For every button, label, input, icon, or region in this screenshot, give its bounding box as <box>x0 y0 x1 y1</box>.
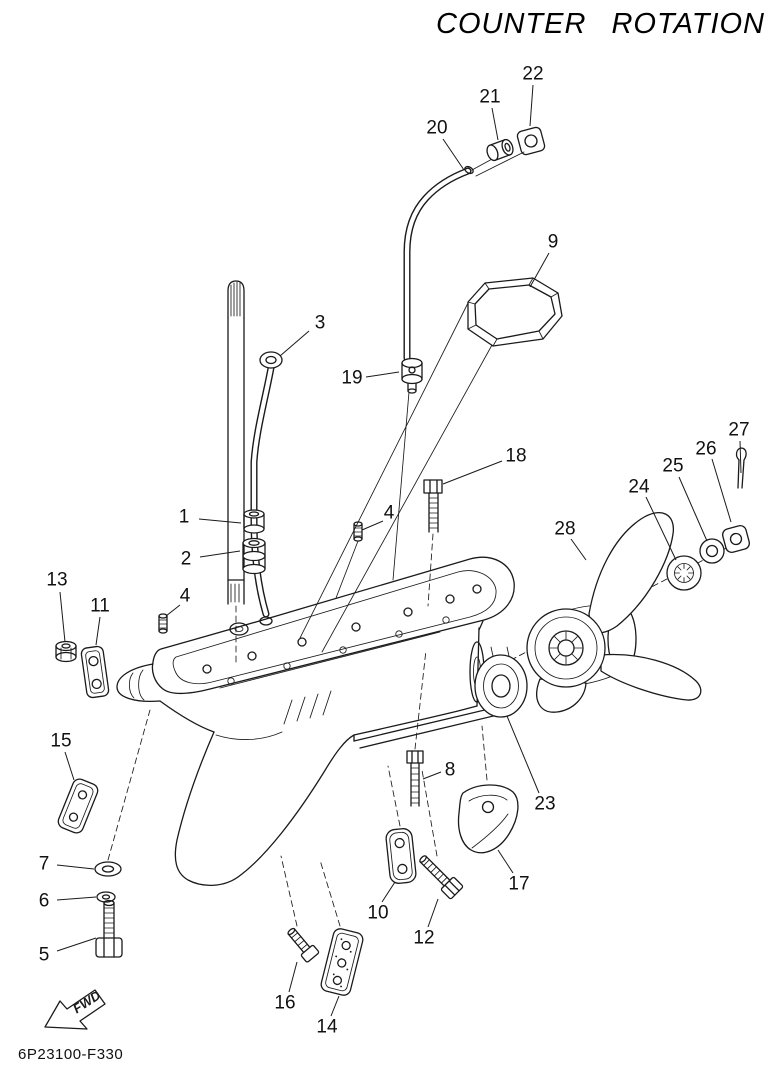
nut-13 <box>55 640 77 663</box>
leader-line-10 <box>381 881 396 903</box>
driveshaft <box>227 280 245 665</box>
leader-line-14 <box>330 995 340 1017</box>
leader-line-9 <box>529 252 550 288</box>
leader-line-3 <box>279 330 310 357</box>
leader-line-22 <box>529 84 534 127</box>
callout-2: 2 <box>180 548 192 570</box>
leader-line-11 <box>95 616 101 646</box>
callout-19: 19 <box>341 367 363 389</box>
leader-line-12 <box>427 898 439 928</box>
propeller <box>526 512 702 713</box>
callout-12: 12 <box>413 927 435 949</box>
leader-line-19 <box>365 371 400 378</box>
callout-5: 5 <box>38 944 50 966</box>
leader-line-4 <box>165 604 181 617</box>
callout-7: 7 <box>38 853 50 875</box>
fwd-arrow: FWD <box>44 987 106 1030</box>
diagram-code: 6P23100-F330 <box>18 1046 124 1063</box>
washer-24 <box>666 555 702 591</box>
washer-6 <box>96 891 116 903</box>
leader-line-25 <box>678 476 708 542</box>
water-tube <box>250 364 275 618</box>
driveshaft-sleeve <box>243 509 265 534</box>
screw-16 <box>287 927 320 963</box>
bolt-12 <box>419 855 464 900</box>
cotter-pin <box>735 447 747 489</box>
leader-line-23 <box>506 715 540 794</box>
leader-line-17 <box>497 849 514 874</box>
trim-tab <box>457 784 519 854</box>
water-tube-grommet <box>259 351 283 369</box>
leader-line-16 <box>288 961 298 993</box>
leader-line-27 <box>739 440 742 474</box>
callout-13: 13 <box>46 569 68 591</box>
gasket <box>467 277 563 347</box>
sleeve-collar <box>486 138 514 162</box>
callout-4: 4 <box>383 502 395 524</box>
bolt-5 <box>95 899 123 958</box>
bolt-18 <box>423 479 443 533</box>
callout-10: 10 <box>367 902 389 924</box>
leader-lines <box>56 84 742 1017</box>
leader-line-15 <box>64 751 75 781</box>
page-title: COUNTER ROTATION <box>436 8 765 40</box>
callout-14: 14 <box>316 1016 338 1038</box>
stud-lower <box>158 613 168 634</box>
leader-line-28 <box>570 538 587 561</box>
leader-line-7 <box>56 864 95 870</box>
square-nut <box>516 126 546 156</box>
callout-6: 6 <box>38 890 50 912</box>
callout-28: 28 <box>554 518 576 540</box>
leader-line-21 <box>491 107 499 141</box>
callout-16: 16 <box>274 992 296 1014</box>
callout-11: 11 <box>90 595 110 617</box>
callout-18: 18 <box>505 445 527 467</box>
alignment-lines <box>107 302 743 927</box>
pitot-joint <box>401 357 423 394</box>
prop-nut <box>722 525 750 553</box>
washer-25 <box>699 538 725 564</box>
anode-plate-14 <box>320 928 364 996</box>
leader-line-8 <box>422 771 442 780</box>
leader-line-2 <box>199 550 241 558</box>
callout-23: 23 <box>534 793 556 815</box>
callout-24: 24 <box>628 476 650 498</box>
anode-10 <box>385 828 417 884</box>
callout-22: 22 <box>522 63 544 85</box>
bolt-8 <box>406 750 424 807</box>
callout-9: 9 <box>547 231 559 253</box>
oil-seals <box>242 537 266 575</box>
bracket-11 <box>80 645 110 699</box>
bearing-carrier <box>474 646 528 718</box>
callout-21: 21 <box>479 86 501 108</box>
callout-25: 25 <box>662 455 684 477</box>
line-art: FWD <box>44 126 750 1030</box>
leader-line-4 <box>361 520 384 531</box>
callout-27: 27 <box>728 419 750 441</box>
callout-3: 3 <box>314 312 326 334</box>
stud-upper <box>335 521 363 599</box>
leader-line-1 <box>198 518 242 524</box>
leader-line-13 <box>59 591 66 643</box>
leader-line-5 <box>56 937 97 952</box>
leader-line-6 <box>56 896 97 901</box>
callout-26: 26 <box>695 438 717 460</box>
callout-4: 4 <box>179 585 191 607</box>
callout-20: 20 <box>426 117 448 139</box>
leader-line-24 <box>645 496 677 561</box>
pitot-tube <box>403 151 525 362</box>
callout-17: 17 <box>508 873 530 895</box>
callout-1: 1 <box>178 506 190 528</box>
leader-line-18 <box>442 460 503 485</box>
callout-15: 15 <box>50 730 72 752</box>
bracket-15 <box>57 778 99 834</box>
leader-line-20 <box>442 138 465 171</box>
callout-8: 8 <box>444 759 456 781</box>
gearcase-housing <box>116 556 515 886</box>
washer-7 <box>94 861 122 877</box>
leader-line-26 <box>711 458 732 523</box>
